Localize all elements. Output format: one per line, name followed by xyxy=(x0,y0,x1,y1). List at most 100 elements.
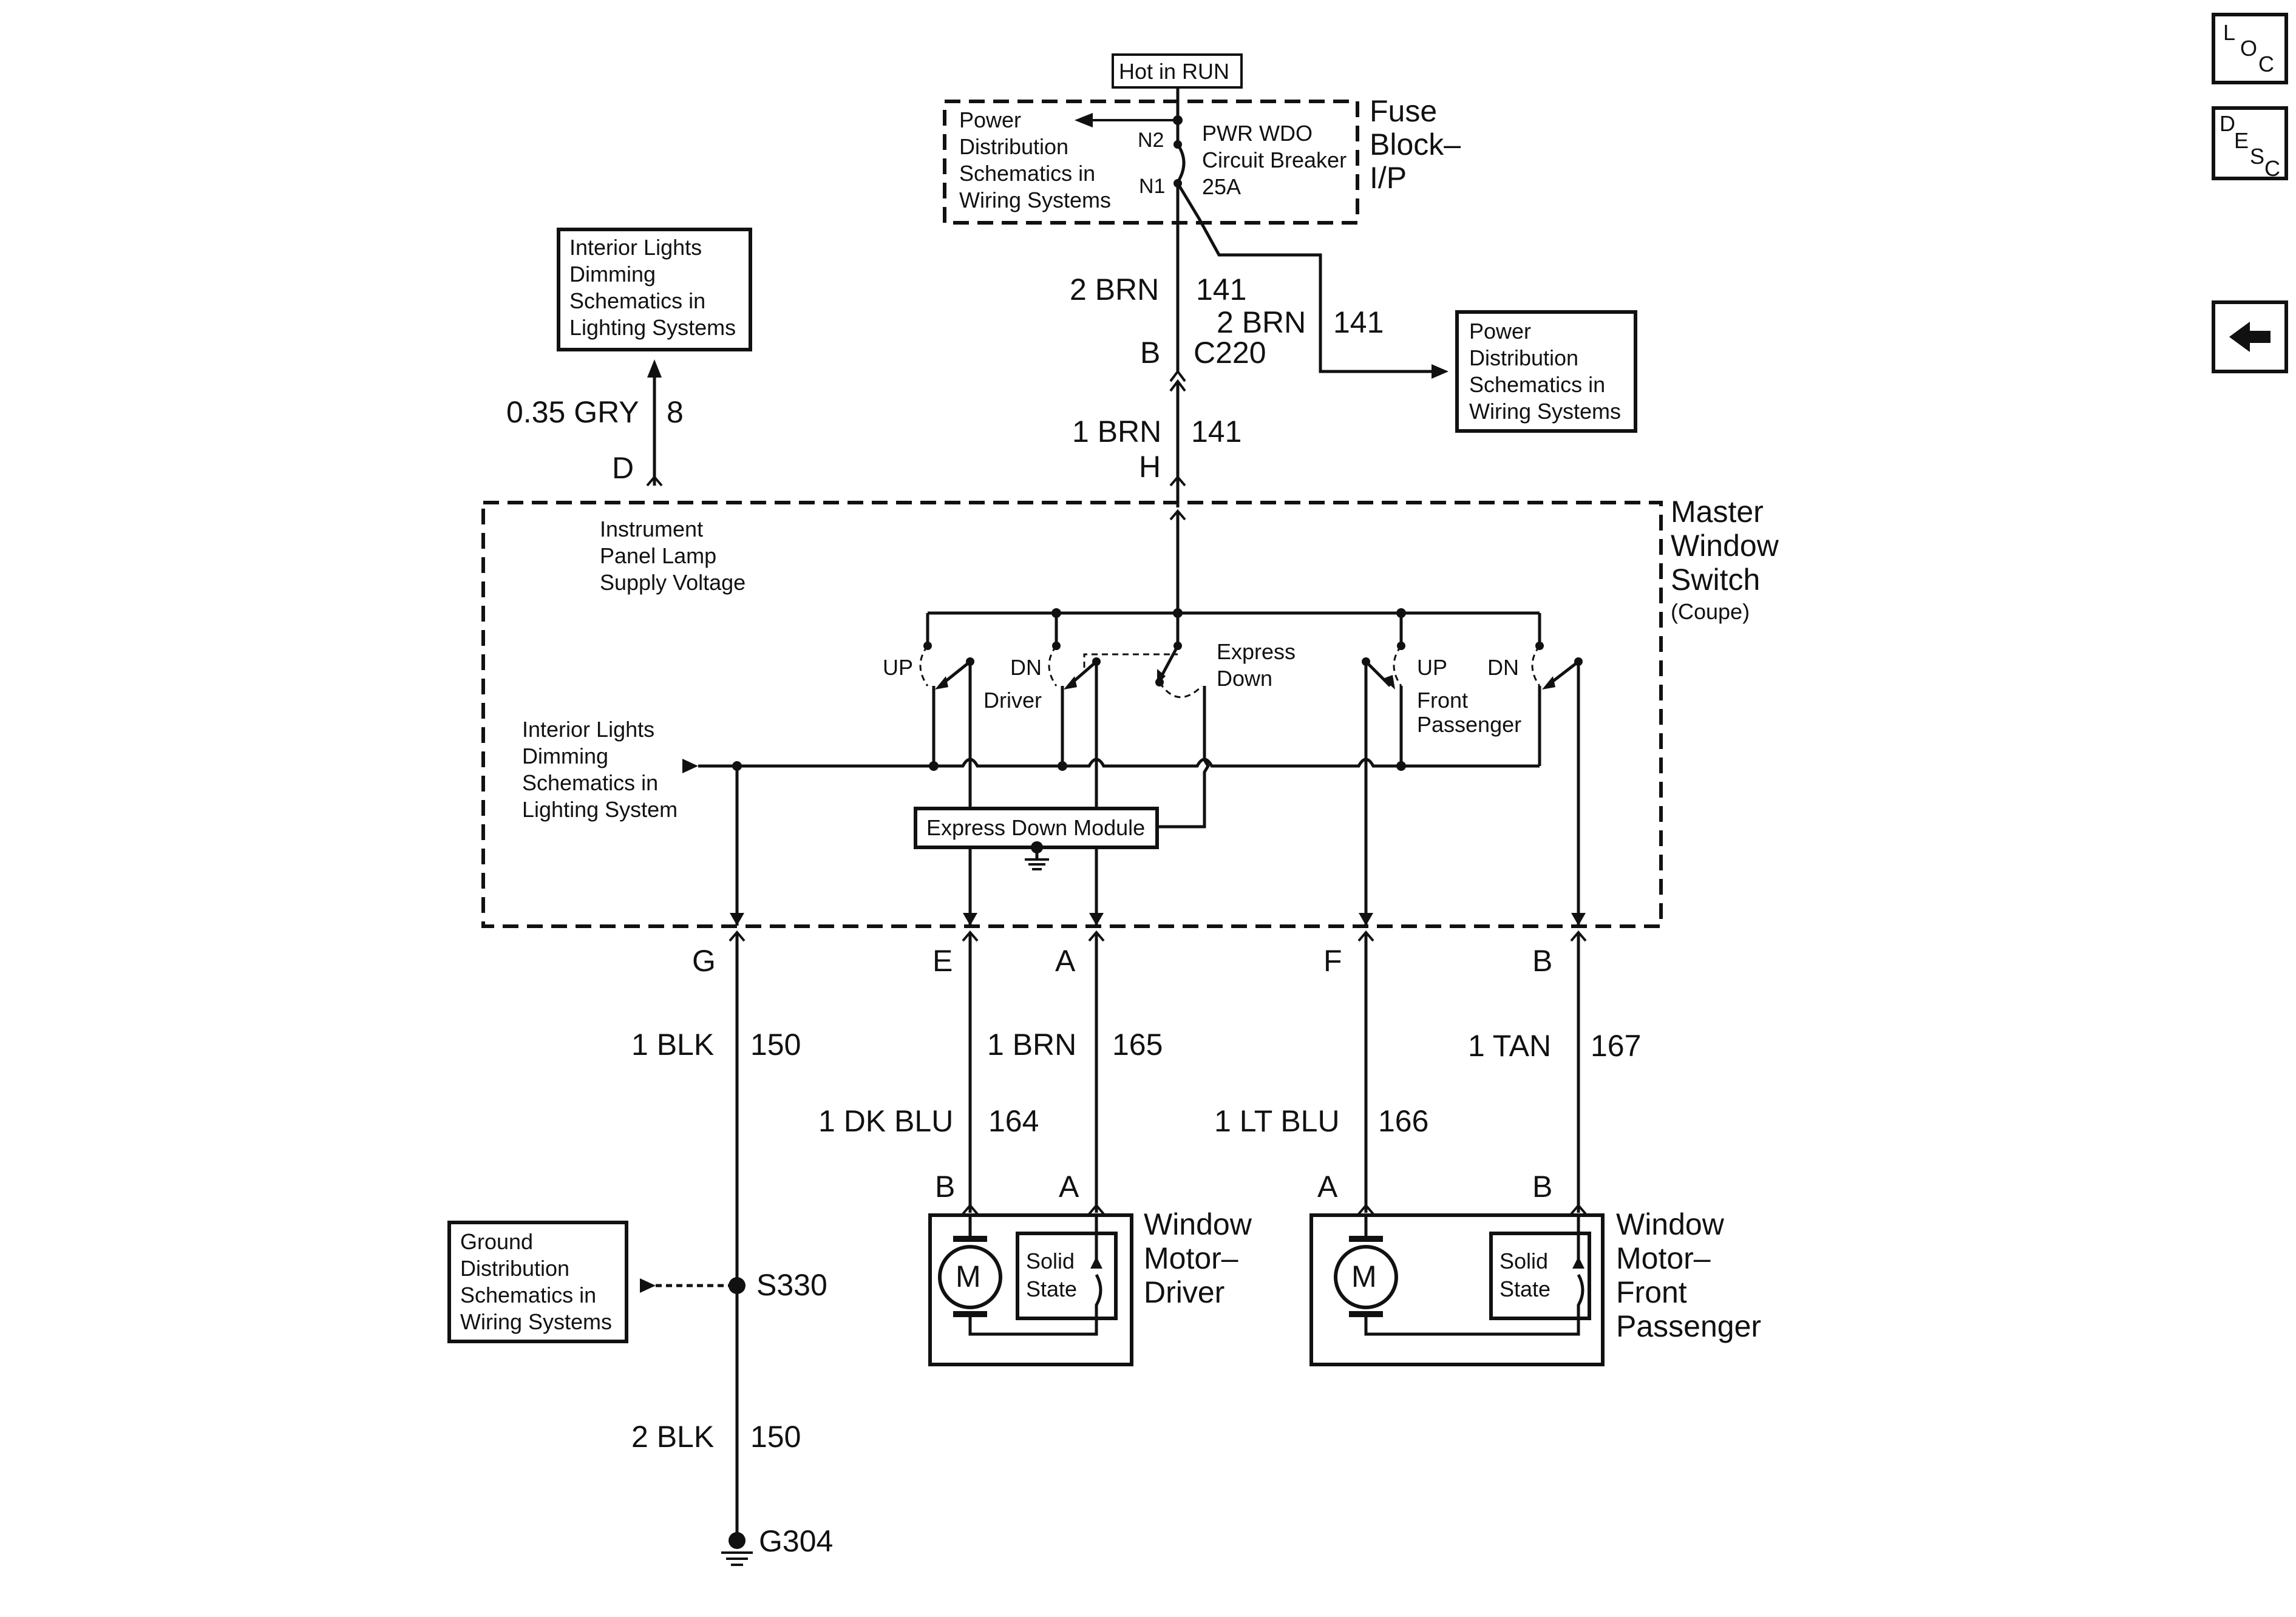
svg-text:Schematics in: Schematics in xyxy=(460,1283,596,1307)
svg-text:DN: DN xyxy=(1010,655,1042,680)
svg-text:Ground: Ground xyxy=(460,1229,533,1254)
svg-text:Switch: Switch xyxy=(1671,563,1760,597)
driver-motor-icon xyxy=(938,1245,1002,1309)
svg-text:I/P: I/P xyxy=(1370,161,1407,195)
svg-text:B: B xyxy=(1140,336,1160,370)
svg-text:UP: UP xyxy=(883,655,913,680)
svg-text:H: H xyxy=(1139,450,1161,484)
svg-text:M: M xyxy=(956,1259,981,1293)
svg-text:Wiring Systems: Wiring Systems xyxy=(460,1309,612,1334)
svg-text:Motor–: Motor– xyxy=(1144,1241,1238,1275)
svg-text:Circuit Breaker: Circuit Breaker xyxy=(1202,147,1347,172)
svg-text:150: 150 xyxy=(750,1028,801,1062)
desc-button[interactable]: D E S C xyxy=(2212,106,2288,181)
svg-text:8: 8 xyxy=(667,395,684,429)
svg-text:Distribution: Distribution xyxy=(460,1256,569,1281)
back-button[interactable] xyxy=(2212,300,2288,373)
svg-text:A: A xyxy=(1059,1170,1079,1204)
svg-text:Dimming: Dimming xyxy=(569,262,656,286)
express-down-module: Express Down Module xyxy=(914,807,1159,849)
svg-text:Solid: Solid xyxy=(1500,1249,1548,1273)
svg-text:A: A xyxy=(1055,944,1076,978)
svg-text:UP: UP xyxy=(1417,655,1447,680)
svg-text:L: L xyxy=(2223,20,2235,45)
svg-text:141: 141 xyxy=(1333,305,1384,339)
svg-text:1 LT BLU: 1 LT BLU xyxy=(1214,1104,1340,1138)
master-window-switch-title: Master xyxy=(1671,495,1764,529)
svg-text:Motor–: Motor– xyxy=(1616,1241,1711,1275)
svg-text:Driver: Driver xyxy=(983,688,1042,713)
passenger-motor-icon xyxy=(1334,1245,1398,1309)
svg-text:State: State xyxy=(1500,1276,1550,1301)
svg-text:165: 165 xyxy=(1112,1028,1163,1062)
svg-text:State: State xyxy=(1026,1276,1077,1301)
svg-text:G: G xyxy=(692,944,716,978)
splice-s330 xyxy=(729,1277,746,1294)
fuse-block-title: Fuse xyxy=(1370,94,1437,128)
svg-text:S: S xyxy=(2250,144,2264,169)
svg-text:Window: Window xyxy=(1616,1207,1725,1241)
svg-text:0.35 GRY: 0.35 GRY xyxy=(506,395,639,429)
circuit-breaker-label: PWR WDO xyxy=(1202,121,1313,146)
svg-text:DN: DN xyxy=(1487,655,1519,680)
svg-text:141: 141 xyxy=(1196,273,1246,307)
master-window-switch-outline xyxy=(481,501,1663,928)
svg-text:Schematics in: Schematics in xyxy=(959,161,1095,186)
svg-text:D: D xyxy=(612,451,634,485)
svg-text:Distribution: Distribution xyxy=(1469,345,1578,370)
svg-text:2 BRN: 2 BRN xyxy=(1070,273,1159,307)
svg-text:B: B xyxy=(1532,1170,1552,1204)
hot-in-run-label: Hot in RUN xyxy=(1112,53,1243,89)
svg-text:166: 166 xyxy=(1378,1104,1428,1138)
svg-text:1 BRN: 1 BRN xyxy=(1072,415,1161,449)
svg-text:N2: N2 xyxy=(1138,129,1164,152)
svg-text:F: F xyxy=(1323,944,1342,978)
svg-text:Schematics in: Schematics in xyxy=(1469,372,1605,397)
ground-g304: G304 xyxy=(759,1524,833,1558)
svg-text:Hot in RUN: Hot in RUN xyxy=(1119,59,1229,84)
svg-text:N1: N1 xyxy=(1139,175,1165,198)
svg-text:E: E xyxy=(932,944,953,978)
svg-text:Interior Lights: Interior Lights xyxy=(569,235,702,260)
svg-text:Schematics in: Schematics in xyxy=(569,288,705,313)
svg-text:Supply Voltage: Supply Voltage xyxy=(600,570,746,595)
svg-text:Distribution: Distribution xyxy=(959,134,1068,159)
power-distribution-ref-left[interactable]: Power Distribution Schematics in Wiring … xyxy=(959,107,1111,212)
power-distribution-ref-right[interactable]: Power Distribution Schematics in Wiring … xyxy=(1455,310,1637,433)
svg-text:1 TAN: 1 TAN xyxy=(1468,1029,1551,1063)
svg-text:D: D xyxy=(2220,111,2235,136)
svg-text:B: B xyxy=(1532,944,1552,978)
svg-text:Block–: Block– xyxy=(1370,127,1461,161)
svg-text:Power: Power xyxy=(959,107,1021,132)
svg-text:A: A xyxy=(1317,1170,1338,1204)
svg-text:Panel Lamp: Panel Lamp xyxy=(600,543,716,568)
svg-text:Front: Front xyxy=(1616,1275,1687,1309)
loc-button[interactable]: L O C xyxy=(2212,13,2288,84)
svg-text:M: M xyxy=(1351,1259,1377,1293)
svg-text:2 BRN: 2 BRN xyxy=(1217,305,1306,339)
svg-text:Wiring Systems: Wiring Systems xyxy=(1469,399,1621,424)
svg-text:Instrument: Instrument xyxy=(600,517,703,541)
svg-text:Driver: Driver xyxy=(1144,1275,1224,1309)
svg-text:Schematics in: Schematics in xyxy=(522,770,658,795)
ground-distribution-ref-box[interactable]: Ground Distribution Schematics in Wiring… xyxy=(447,1221,628,1343)
svg-text:1 BRN: 1 BRN xyxy=(987,1028,1076,1062)
svg-text:S330: S330 xyxy=(756,1268,827,1302)
svg-text:Express: Express xyxy=(1217,639,1296,664)
svg-text:167: 167 xyxy=(1591,1029,1641,1063)
svg-text:Window: Window xyxy=(1671,529,1779,563)
svg-text:Passenger: Passenger xyxy=(1417,712,1521,737)
svg-text:Power: Power xyxy=(1469,319,1531,344)
svg-text:Wiring Systems: Wiring Systems xyxy=(959,188,1111,212)
svg-text:Express Down Module: Express Down Module xyxy=(926,815,1145,840)
svg-text:Down: Down xyxy=(1217,666,1272,691)
svg-text:O: O xyxy=(2240,36,2257,61)
svg-text:Front: Front xyxy=(1417,688,1468,713)
svg-text:25A: 25A xyxy=(1202,174,1241,199)
svg-text:2 BLK: 2 BLK xyxy=(631,1420,714,1454)
svg-text:Lighting System: Lighting System xyxy=(522,797,678,822)
svg-text:E: E xyxy=(2234,128,2249,153)
svg-text:Solid: Solid xyxy=(1026,1249,1075,1273)
interior-lights-ref-box[interactable]: Interior Lights Dimming Schematics in Li… xyxy=(557,228,752,351)
